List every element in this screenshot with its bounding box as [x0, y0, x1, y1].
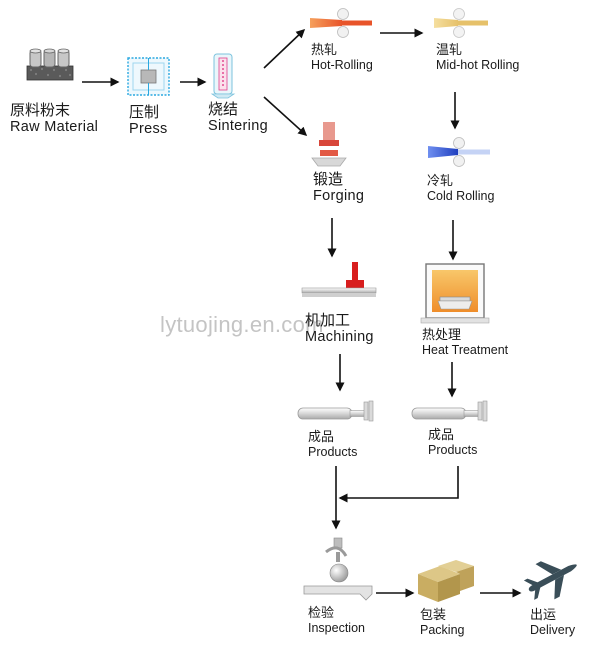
- label-en: Forging: [313, 188, 365, 205]
- label-cn: 热轧: [311, 42, 338, 57]
- rod-product-icon-left: [297, 400, 374, 422]
- step-delivery: 出运 Delivery: [530, 607, 576, 637]
- label-en: Heat Treatment: [422, 342, 509, 357]
- label-cn: 出运: [530, 607, 557, 622]
- label-cn: 烧结: [208, 101, 239, 118]
- press-die-icon: [127, 57, 170, 96]
- label-cn: 成品: [428, 427, 455, 442]
- step-press: 压制 Press: [129, 104, 168, 138]
- label-en: Mid-hot Rolling: [436, 57, 520, 72]
- inspection-probe-icon: [303, 537, 373, 601]
- arrow-right-products-merge: [338, 466, 459, 503]
- label-en: Packing: [420, 622, 465, 637]
- hot-rolling-icon: [310, 8, 372, 38]
- label-cn: 温轧: [436, 42, 463, 57]
- forging-hammer-icon: [311, 122, 347, 167]
- step-machining: 机加工 Machining: [305, 312, 374, 346]
- step-inspection: 检验 Inspection: [308, 605, 365, 635]
- label-en: Inspection: [308, 620, 365, 635]
- label-cn: 压制: [129, 104, 160, 121]
- label-cn: 成品: [308, 429, 335, 444]
- arrow-sintering-to-forging: [263, 96, 308, 137]
- sintering-tube-icon: [210, 53, 236, 99]
- machining-tool-icon: [301, 262, 377, 297]
- label-en: Press: [129, 121, 168, 138]
- flow-arrows: [82, 28, 522, 598]
- cold-rolling-icon: [428, 137, 490, 167]
- boxes-icon: [418, 560, 474, 602]
- label-en: Delivery: [530, 622, 576, 637]
- step-heat-treatment: 热处理 Heat Treatment: [422, 327, 509, 357]
- heat-treatment-furnace-icon: [420, 263, 490, 324]
- label-cn: 检验: [308, 605, 335, 620]
- step-sintering: 烧结 Sintering: [208, 101, 268, 135]
- step-packing: 包装 Packing: [420, 607, 465, 637]
- label-cn: 热处理: [422, 327, 462, 342]
- step-mid-hot-rolling: 温轧 Mid-hot Rolling: [436, 42, 520, 72]
- step-cold-rolling: 冷轧 Cold Rolling: [427, 173, 495, 203]
- label-en: Products: [308, 444, 358, 459]
- powder-cans-icon: [26, 48, 74, 81]
- label-cn: 机加工: [305, 312, 351, 329]
- step-hot-rolling: 热轧 Hot-Rolling: [311, 42, 373, 72]
- step-raw-material: 原料粉末 Raw Material: [10, 102, 98, 136]
- mid-hot-rolling-icon: [434, 8, 488, 38]
- label-en: Sintering: [208, 118, 268, 135]
- step-products-left: 成品 Products: [308, 429, 358, 459]
- label-en: Raw Material: [10, 119, 99, 136]
- step-forging: 锻造 Forging: [313, 171, 364, 205]
- rod-product-icon-right: [411, 400, 488, 422]
- label-cn: 锻造: [313, 171, 344, 188]
- step-products-right: 成品 Products: [428, 427, 478, 457]
- airplane-icon: [523, 561, 577, 600]
- label-cn: 包装: [420, 607, 447, 622]
- label-cn: 冷轧: [427, 173, 454, 188]
- label-cn: 原料粉末: [10, 102, 71, 119]
- label-en: Machining: [305, 329, 374, 346]
- arrow-sintering-to-hot-rolling: [263, 28, 306, 69]
- label-en: Hot-Rolling: [311, 57, 373, 72]
- label-en: Cold Rolling: [427, 188, 495, 203]
- watermark: lytuojing.en.com: [160, 312, 324, 337]
- label-en: Products: [428, 442, 478, 457]
